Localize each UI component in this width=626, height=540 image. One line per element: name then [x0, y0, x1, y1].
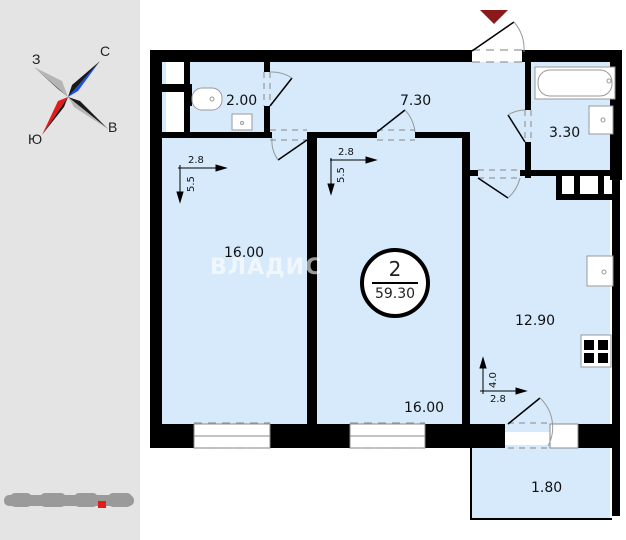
room-area-wc: 2.00 [226, 93, 258, 109]
compass-east-label: В [108, 119, 118, 135]
entrance-marker-icon [480, 10, 508, 24]
compass-south-label: Ю [28, 131, 43, 147]
dim-width-bedroom-left: 2.8 [188, 155, 204, 166]
dim-width-bedroom-middle: 2.8 [338, 147, 354, 158]
compass-north-label: С [100, 43, 111, 59]
toilet-icon [191, 87, 223, 111]
sidebar: З С В Ю [0, 0, 140, 540]
badge-divider [372, 282, 418, 284]
compass-star-icon [34, 61, 108, 135]
room-area-kitchen: 12.90 [515, 313, 556, 329]
dim-height-bedroom-left: 5.5 [186, 176, 197, 192]
floor-minimap [4, 492, 134, 508]
watermark-text: ВЛАДИС [210, 255, 323, 280]
apartment-summary-badge: 2 59.30 [360, 248, 430, 318]
dim-height-kitchen: 4.0 [488, 372, 499, 388]
dim-height-bedroom-middle: 5.5 [336, 167, 347, 183]
compass-rose: З С В Ю [20, 43, 130, 155]
compass-west-label: З [32, 51, 41, 67]
kitchen-sink-icon [586, 255, 614, 287]
room-area-bedroom-middle: 16.00 [404, 400, 445, 416]
current-apartment-marker [98, 501, 106, 508]
rooms-count: 2 [388, 257, 402, 281]
room-area-balcony: 1.80 [531, 480, 563, 496]
room-area-bedroom-left: 16.00 [224, 245, 265, 261]
dim-width-kitchen: 2.8 [490, 394, 506, 405]
total-area: 59.30 [374, 286, 416, 302]
room-area-bathroom: 3.30 [549, 125, 581, 141]
room-area-hallway: 7.30 [400, 93, 432, 109]
